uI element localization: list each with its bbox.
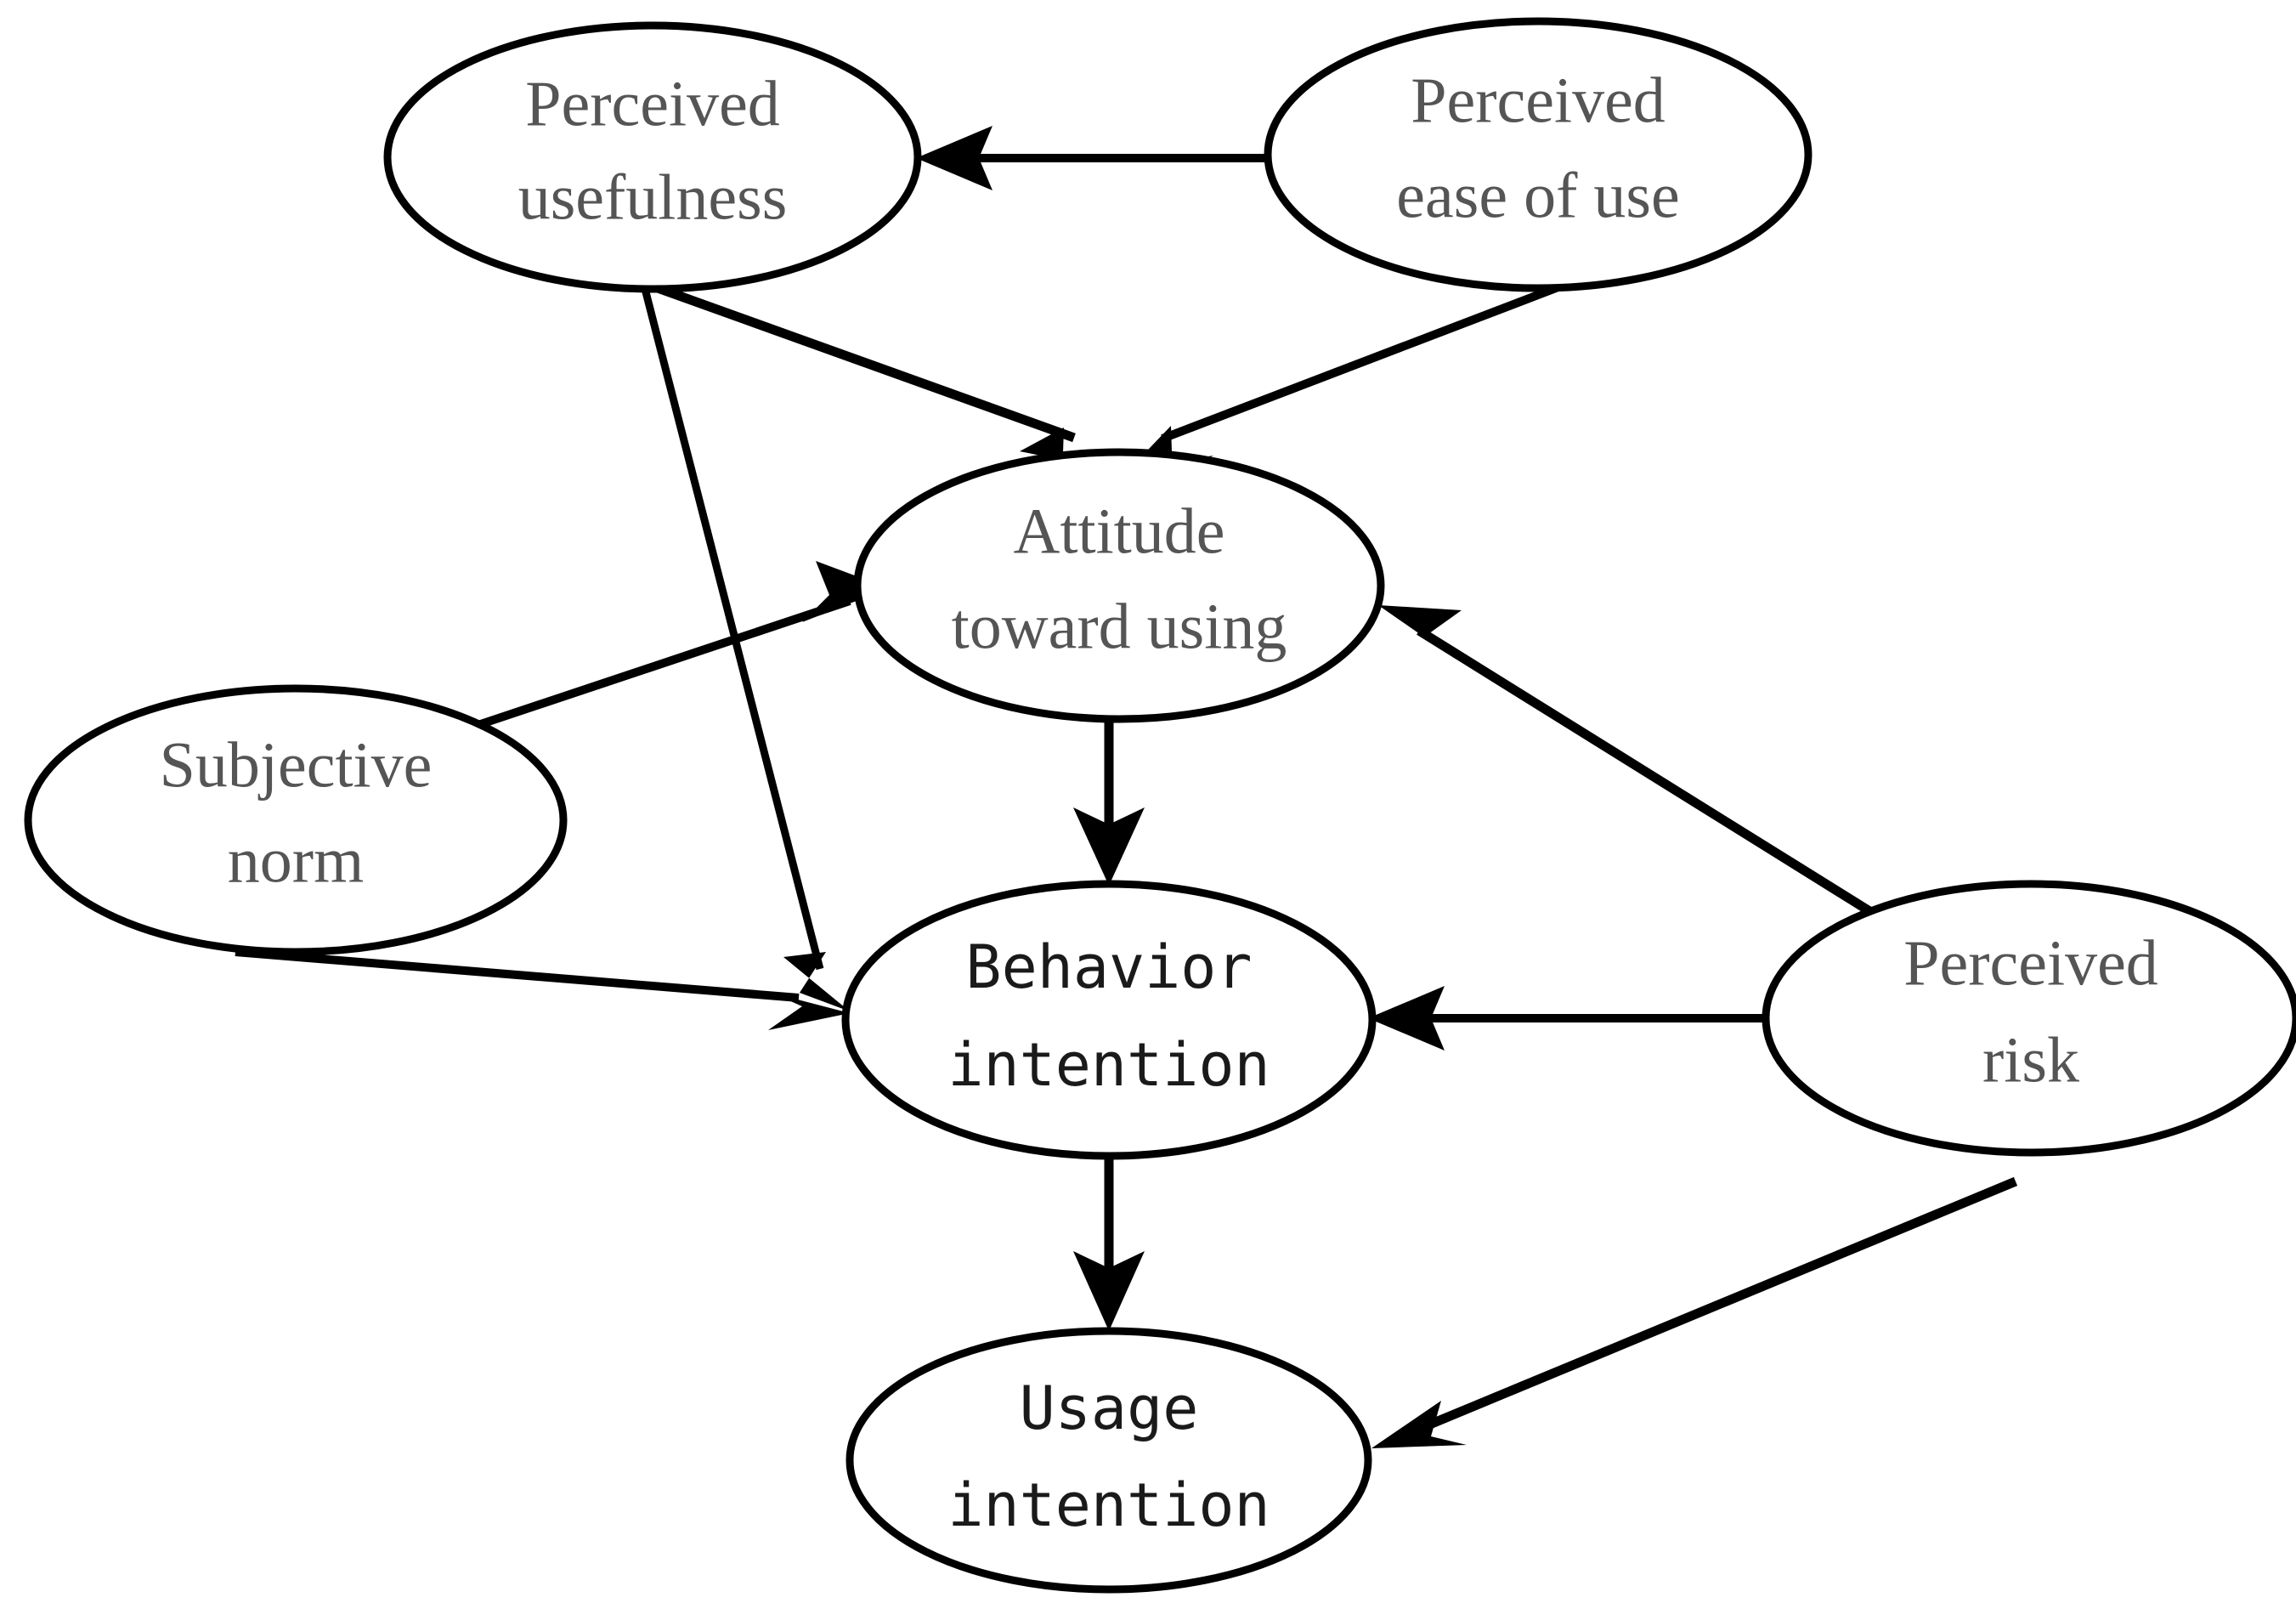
node-perceived-ease-of-use-line1: Perceived <box>1411 65 1665 136</box>
node-attitude-toward-using-line1: Attitude <box>1013 496 1224 567</box>
node-behavior-intention-line2: intention <box>947 1030 1270 1100</box>
node-perceived-risk-line2: risk <box>1982 1024 2079 1096</box>
node-perceived-ease-of-use-shape[interactable] <box>1264 17 1812 292</box>
node-usage-intention-line1: Usage <box>1020 1374 1199 1443</box>
edge-risk-to-behavior <box>1368 986 1766 1051</box>
edge-pu-to-behavior <box>639 280 850 1011</box>
node-behavior-intention-shape[interactable] <box>841 880 1377 1160</box>
node-perceived-risk-shape[interactable] <box>1762 880 2296 1157</box>
node-perceived-ease-of-use[interactable]: Perceived ease of use <box>1264 17 1812 292</box>
node-usage-intention-line2: intention <box>947 1470 1270 1540</box>
node-perceived-usefulness-line1: Perceived <box>525 68 780 139</box>
nodes-layer: Perceived usefulness Perceived ease of u… <box>24 17 2296 1594</box>
node-perceived-risk-line1: Perceived <box>1903 927 2158 999</box>
node-perceived-usefulness-line2: usefulness <box>518 161 788 233</box>
edge-pu-to-attitude <box>637 276 1105 479</box>
node-subjective-norm-line2: norm <box>228 824 364 896</box>
node-perceived-usefulness[interactable]: Perceived usefulness <box>383 21 922 293</box>
node-perceived-usefulness-shape[interactable] <box>383 21 922 293</box>
node-subjective-norm[interactable]: Subjective norm <box>24 684 568 956</box>
edge-peou-to-attitude <box>1130 280 1569 477</box>
node-subjective-norm-line1: Subjective <box>160 729 433 801</box>
edge-attitude-to-behavior <box>1073 718 1145 886</box>
node-perceived-risk[interactable]: Perceived risk <box>1762 880 2296 1157</box>
node-attitude-toward-using[interactable]: Attitude toward using <box>853 448 1385 723</box>
node-behavior-intention-line1: Behavior <box>965 932 1252 1002</box>
edge-risk-to-attitude <box>1378 605 1908 937</box>
edge-risk-to-usage <box>1371 1176 2018 1448</box>
node-usage-intention[interactable]: Usage intention <box>845 1327 1372 1594</box>
node-subjective-norm-shape[interactable] <box>24 684 568 956</box>
node-attitude-toward-using-shape[interactable] <box>853 448 1385 723</box>
node-usage-intention-shape[interactable] <box>845 1327 1372 1594</box>
edge-behavior-to-usage <box>1073 1158 1145 1331</box>
node-behavior-intention[interactable]: Behavior intention <box>841 880 1377 1160</box>
edge-peou-to-pu <box>916 126 1271 190</box>
node-perceived-ease-of-use-line2: ease of use <box>1396 160 1679 231</box>
edge-sn-to-behavior <box>235 948 850 1030</box>
node-attitude-toward-using-line2: toward using <box>952 591 1287 662</box>
